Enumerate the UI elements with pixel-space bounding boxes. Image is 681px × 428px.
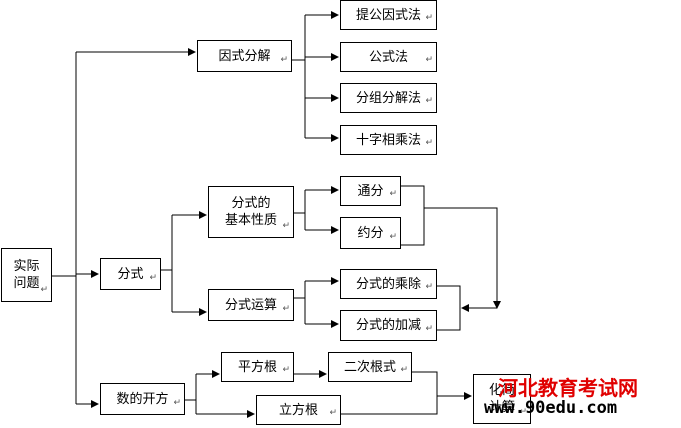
return-mark: ↵ [425,324,433,334]
node-label-line: 约分 [357,225,384,241]
return-mark: ↵ [173,398,181,408]
node-shiji-wenti: 实际问题↵ [1,248,52,302]
connector-line [341,371,438,415]
node-label-line: 提公因式法 [355,7,421,23]
node-label-line: 立方根 [278,402,318,418]
node-fenshi-jiajian: 分式的加减 ↵ [340,310,437,341]
node-label-line: 通分 [357,183,384,199]
node-label-line: 分式的乘除 [355,276,421,292]
return-mark: ↵ [389,189,397,199]
node-yinshi-fenjie: 因式分解 ↵ [197,40,292,72]
return-mark: ↵ [425,55,433,65]
node-tigong-yinshi-fa: 提公因式法 ↵ [340,0,437,30]
return-mark: ↵ [389,232,397,242]
return-mark: ↵ [425,282,433,292]
return-mark: ↵ [425,138,433,148]
node-label-line: 实际 [13,259,40,274]
node-label-line: 十字相乘法 [355,132,421,148]
return-mark: ↵ [282,365,290,375]
node-label-line: 二次根式 [343,359,396,375]
return-mark: ↵ [425,13,433,23]
node-shizi-xiangcheng-fa: 十字相乘法 ↵ [340,125,437,155]
node-label-line: 分式 [117,266,144,282]
node-label-line: 分组分解法 [355,90,421,106]
node-label-line: 问题 [13,276,40,291]
connector-arrow [424,207,501,309]
node-label-line: 化简 [488,383,515,398]
node-tongfen: 通分 ↵ [340,176,401,206]
node-label-line: 因式分解 [218,48,271,64]
node-erci-genshi: 二次根式 ↵ [328,352,412,382]
return-mark: ↵ [282,221,290,231]
node-label-line: 分式的 [231,196,271,211]
node-label-line: 分式运算 [224,297,277,313]
return-mark: ↵ [280,55,288,65]
node-label-line: 计算 [488,400,515,415]
node-gongshi-fa: 公式法 ↵ [340,42,437,72]
return-mark: ↵ [282,304,290,314]
connector-line [437,285,461,331]
watermark-url: www.90edu.com [484,398,618,418]
node-label-line: 分式的加减 [355,318,421,333]
node-fenshi: 分式 ↵ [100,258,161,290]
node-lifang-gen: 立方根 ↵ [256,395,341,425]
return-mark: ↵ [40,285,48,295]
node-fenzu-fenjie-fa: 分组分解法 ↵ [340,83,437,113]
node-shu-kaifang: 数的开方 ↵ [100,383,185,415]
return-mark: ↵ [400,365,408,375]
connector-line [401,185,425,246]
node-label-line: 数的开方 [116,391,169,407]
node-label-line: 基本性质 [224,213,277,228]
return-mark: ↵ [149,273,157,283]
return-mark: ↵ [425,96,433,106]
node-fenshi-yunsuan: 分式运算 ↵ [208,289,294,321]
node-fenshi-xingzhi: 分式的基本性质 ↵ [208,186,294,238]
node-pingfang-gen: 平方根 ↵ [221,352,294,382]
return-mark: ↵ [329,408,337,418]
node-fenshi-chengchu: 分式的乘除 ↵ [340,269,437,299]
node-yuefen: 约分 ↵ [340,217,401,249]
return-mark: ↵ [519,407,527,417]
node-huajian-jisuan: 化简计算 ↵ [473,374,531,424]
node-label-line: 平方根 [237,359,277,375]
watermark-title: 河北教育考试网 [498,376,638,400]
node-label-line: 公式法 [368,49,408,65]
